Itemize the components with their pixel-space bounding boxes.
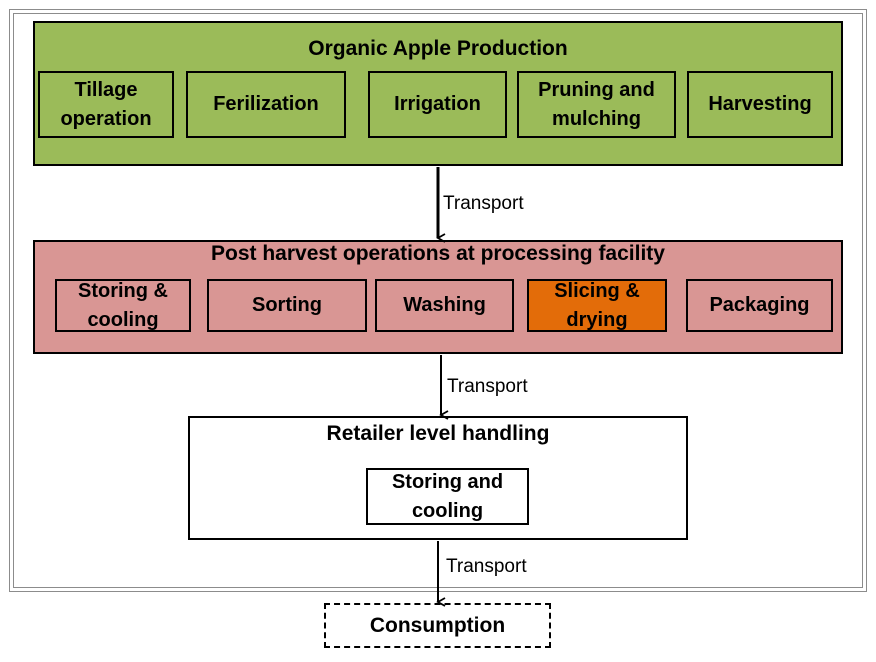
retailer-stage: Retailer level handling Storing and cooli… (188, 416, 688, 540)
step-line: cooling (411, 499, 484, 522)
step-line: operation (60, 107, 152, 130)
step-line: Storing and (391, 470, 504, 493)
transport-label-3: Transport (446, 556, 527, 577)
consumption-label: Consumption (369, 614, 506, 637)
step-irrigation: Irrigation (368, 71, 507, 138)
post-harvest-stage: Post harvest operations at processing fa… (33, 240, 843, 354)
production-stage: Organic Apple Production Tillage operatio… (33, 21, 843, 166)
step-slicing-drying: Slicing & drying (527, 279, 667, 332)
step-tillage-operation: Tillage operation (38, 71, 174, 138)
step-line: Storing & (78, 279, 168, 302)
step-ferilization: Ferilization (186, 71, 346, 138)
step-line: Slicing & (554, 279, 640, 302)
step-line: drying (566, 308, 628, 331)
transport-label-2: Transport (447, 376, 528, 397)
step-line: Ferilization (213, 93, 319, 115)
step-line: Pruning and (538, 78, 655, 101)
step-packaging: Packaging (686, 279, 833, 332)
post-harvest-title: Post harvest operations at processing fa… (211, 242, 665, 265)
step-storing-cooling: Storing & cooling (55, 279, 191, 332)
step-washing: Washing (375, 279, 514, 332)
step-storing-and-cooling: Storing and cooling (366, 468, 529, 525)
step-line: Tillage (74, 78, 138, 101)
step-line: Sorting (252, 294, 322, 316)
step-line: Washing (403, 294, 486, 316)
production-title: Organic Apple Production (308, 37, 568, 60)
step-line: mulching (552, 107, 641, 130)
step-sorting: Sorting (207, 279, 367, 332)
transport-label-1: Transport (443, 193, 524, 214)
step-line: Packaging (709, 294, 810, 316)
step-harvesting: Harvesting (687, 71, 833, 138)
step-line: cooling (87, 308, 159, 331)
step-line: Irrigation (394, 93, 481, 115)
step-pruning-and-mulching: Pruning and mulching (517, 71, 676, 138)
step-line: Harvesting (708, 93, 812, 115)
retailer-title: Retailer level handling (326, 422, 550, 445)
